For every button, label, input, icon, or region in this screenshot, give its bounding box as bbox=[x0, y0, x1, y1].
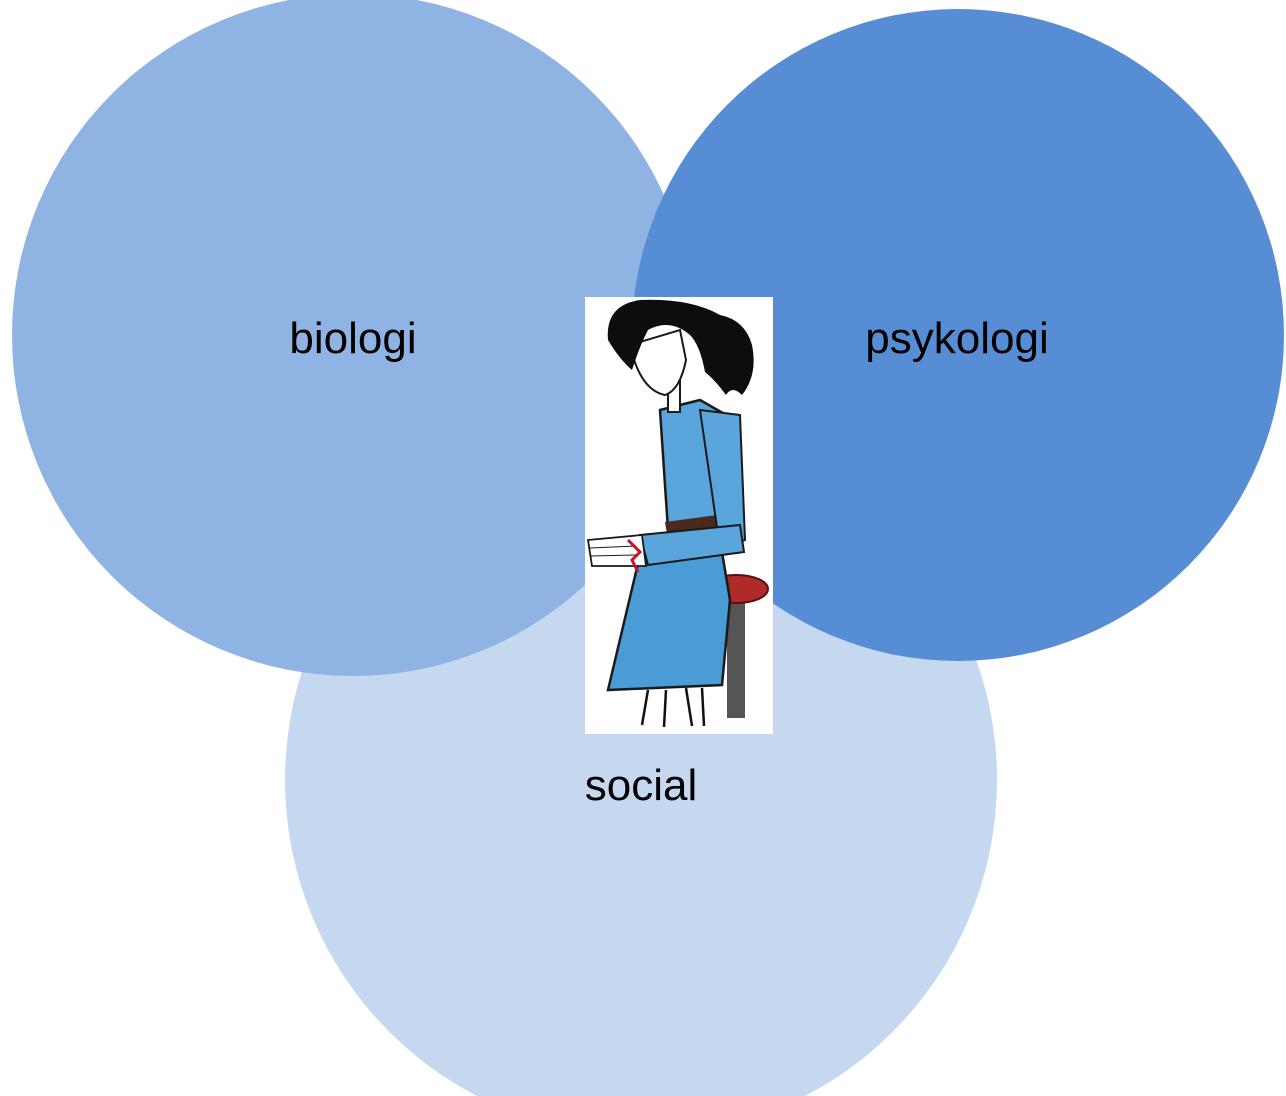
circle-psykologi bbox=[632, 9, 1284, 661]
hair-icon bbox=[607, 299, 754, 395]
label-social: social bbox=[585, 761, 698, 810]
circle-biologi bbox=[12, 0, 694, 676]
stool-leg-icon bbox=[727, 600, 745, 718]
center-illustration bbox=[585, 297, 773, 734]
label-biologi: biologi bbox=[289, 314, 416, 363]
label-psykologi: psykologi bbox=[865, 314, 1048, 363]
